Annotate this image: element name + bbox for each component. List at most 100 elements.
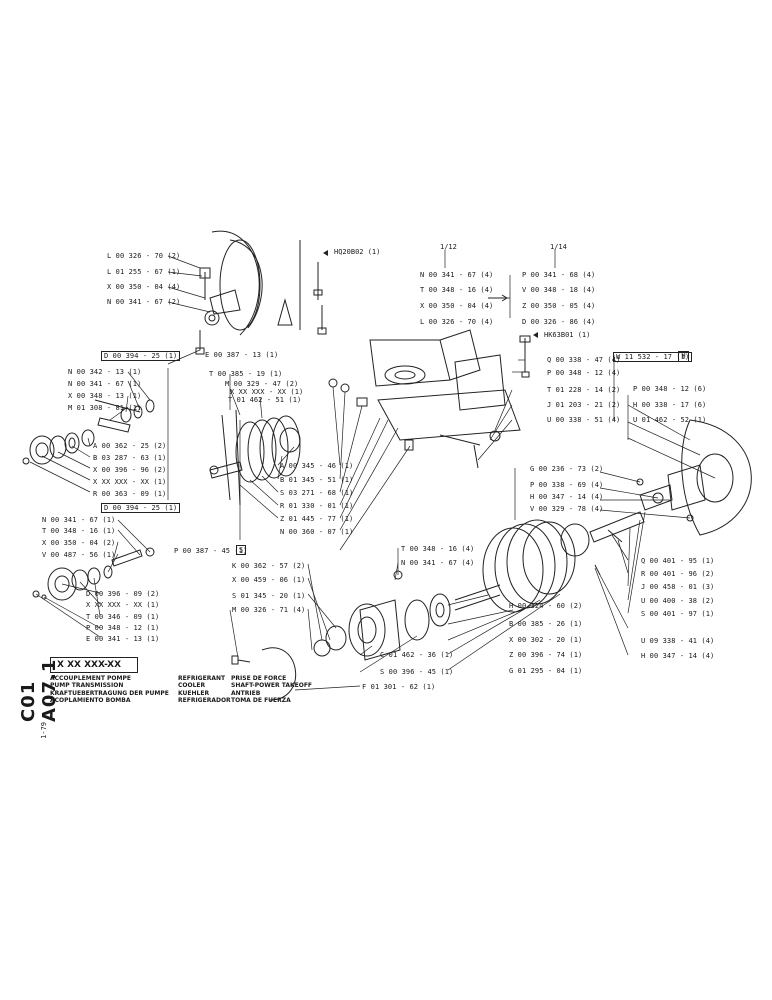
part-label: T 00 385 - 19 (1) (209, 370, 283, 378)
part-label: H 00 338 - 17 (6) (633, 401, 707, 409)
part-label: M 00 329 - 47 (2) (225, 380, 299, 388)
pump-flange (594, 419, 752, 576)
part-label: T 00 346 - 09 (1) (86, 613, 160, 621)
part-label: X 00 302 - 20 (1) (509, 636, 583, 644)
part-label: L 01 255 - 67 (1) (107, 268, 181, 276)
part-label: N 00 341 - 67 (2) (107, 298, 181, 306)
sheet-reference-code: C01 A07.1 (18, 658, 60, 722)
left-lower-pulley (32, 547, 155, 601)
part-label: D 00 396 - 09 (2) (86, 590, 160, 598)
part-label: T 01 462 - 51 (1) (228, 396, 302, 404)
part-label: B 00 385 - 26 (1) (509, 620, 583, 628)
part-label: M 00 326 - 71 (4) (232, 606, 306, 614)
hk-reference: HK63B01 (1) (544, 331, 591, 339)
part-label: T 00 348 - 16 (4) (401, 545, 475, 553)
cooler-unit (328, 329, 531, 469)
part-label: Q 00 401 - 95 (1) (641, 557, 715, 565)
leader-lines (29, 249, 716, 691)
part-label: G 00 236 - 73 (2) (530, 465, 604, 473)
part-label: X 00 350 - 04 (4) (107, 283, 181, 291)
part-label: P 00 338 - 69 (4) (530, 481, 604, 489)
title-line: KRAFTUEBERTRAGUNG DER PUMPE (50, 689, 169, 697)
part-label: H 00 347 - 14 (4) (530, 493, 604, 501)
part-label: Q 00 338 - 47 (4) (547, 356, 621, 364)
part-label: M 01 308 - 81 (1) (68, 404, 142, 412)
flag-s-box: S (236, 545, 246, 555)
part-label: P 00 348 - 12 (1) (86, 624, 160, 632)
part-label: U 01 462 - 52 (1) (633, 416, 707, 424)
part-label: T 00 348 - 16 (4) (420, 286, 494, 294)
part-label: X 00 350 - 04 (4) (420, 302, 494, 310)
part-label: S 01 345 - 20 (1) (232, 592, 306, 600)
part-label: P 00 341 - 68 (4) (522, 271, 596, 279)
part-label: N 00 341 - 67 (1) (42, 516, 116, 524)
column-header-1-14: 1/14 (550, 243, 567, 251)
part-label: R 00 401 - 96 (2) (641, 570, 715, 578)
hq-ref-marker (323, 250, 328, 256)
part-label: N 00 341 - 67 (4) (401, 559, 475, 567)
part-label: B 03 287 - 63 (1) (93, 454, 167, 462)
title-line: TOMA DE FUERZA (231, 696, 291, 704)
part-label: D 00 326 - 86 (4) (522, 318, 596, 326)
part-label: Z 00 350 - 05 (4) (522, 302, 596, 310)
title-column: REFRIGERANT COOLER KUEHLER REFRIGERADOR (178, 675, 231, 704)
part-label: L 00 326 - 70 (4) (420, 318, 494, 326)
part-label: U 09 338 - 41 (4) (641, 637, 715, 645)
part-label: X 00 350 - 04 (2) (42, 539, 116, 547)
part-label: X XX XXX - XX (1) (93, 478, 167, 486)
part-label: E 00 341 - 13 (1) (86, 635, 160, 643)
left-pulley-stack (22, 429, 95, 465)
title-line: COOLER (178, 682, 206, 690)
part-label: T 01 228 - 14 (2) (547, 386, 621, 394)
part-label: X XX XXX - XX (1) (230, 388, 304, 396)
part-label: R 00 363 - 09 (1) (93, 490, 167, 498)
part-label: B 01 345 - 51 (1) (280, 476, 354, 484)
part-label: P 00 387 - 45 (1) (174, 547, 248, 555)
part-label: G 01 295 - 04 (1) (509, 667, 583, 675)
title-block: X XX XXX-XX ACCOUPLEMENT POMPE PUMP TRAN… (50, 657, 330, 709)
part-label: X 00 396 - 96 (2) (93, 466, 167, 474)
sheet-date: 1-79 (40, 722, 48, 739)
title-column: ACCOUPLEMENT POMPE PUMP TRANSMISSION KRA… (50, 675, 169, 704)
replacement-arrow (488, 294, 508, 302)
part-label: N 00 342 - 13 (1) (68, 368, 142, 376)
part-label: D 00 394 - 25 (1) (101, 351, 181, 361)
title-column: PRISE DE FORCE SHAFT-POWER TAKEOFF ANTRI… (231, 675, 312, 704)
part-label: V 00 348 - 18 (4) (522, 286, 596, 294)
part-label: H 00 324 - 60 (2) (509, 602, 583, 610)
part-label: S 00 396 - 45 (1) (380, 668, 454, 676)
title-line: ACOPLAMIENTO BOMBA (50, 696, 131, 704)
part-label: F 01 301 - 62 (1) (362, 683, 436, 691)
part-label: T 00 348 - 16 (1) (42, 527, 116, 535)
part-label: A 00 345 - 46 (1) (280, 462, 354, 470)
title-line: SHAFT-POWER TAKEOFF (231, 682, 313, 690)
part-label: S 03 271 - 68 (1) (280, 489, 354, 497)
part-label: J 01 203 - 21 (2) (547, 401, 621, 409)
title-line: REFRIGERANT (178, 675, 226, 682)
part-label: S 00 401 - 97 (1) (641, 610, 715, 618)
title-line: REFRIGERADOR (178, 696, 231, 704)
part-label: X 00 459 - 06 (1) (232, 576, 306, 584)
part-label: Z 01 445 - 77 (1) (280, 515, 354, 523)
column-header-1-12: 1/12 (440, 243, 457, 251)
title-line: KUEHLER (178, 689, 210, 697)
fan-pulley-assembly (195, 230, 327, 355)
part-label: H 00 347 - 14 (4) (641, 652, 715, 660)
title-line: PUMP TRANSMISSION (50, 682, 124, 690)
part-label: A 00 362 - 25 (2) (93, 442, 167, 450)
part-label: U 00 400 - 38 (2) (641, 597, 715, 605)
part-label: R 01 330 - 01 (1) (280, 502, 354, 510)
part-label: V 00 487 - 56 (1) (42, 551, 116, 559)
title-line: ANTRIEB (231, 689, 261, 697)
flag-h-box: H (678, 351, 689, 362)
part-label: D 00 394 - 25 (1) (101, 503, 181, 513)
part-label: X 00 348 - 13 (1) (68, 392, 142, 400)
part-label: N 00 341 - 67 (1) (68, 380, 142, 388)
assembly-code: X XX XXX-XX (50, 657, 138, 673)
part-label: Z 00 396 - 74 (1) (509, 651, 583, 659)
part-label: W 11 532 - 17 (1) (613, 352, 693, 362)
part-label: N 00 360 - 07 (1) (280, 528, 354, 536)
hq-reference: HQ20B02 (1) (334, 248, 381, 256)
